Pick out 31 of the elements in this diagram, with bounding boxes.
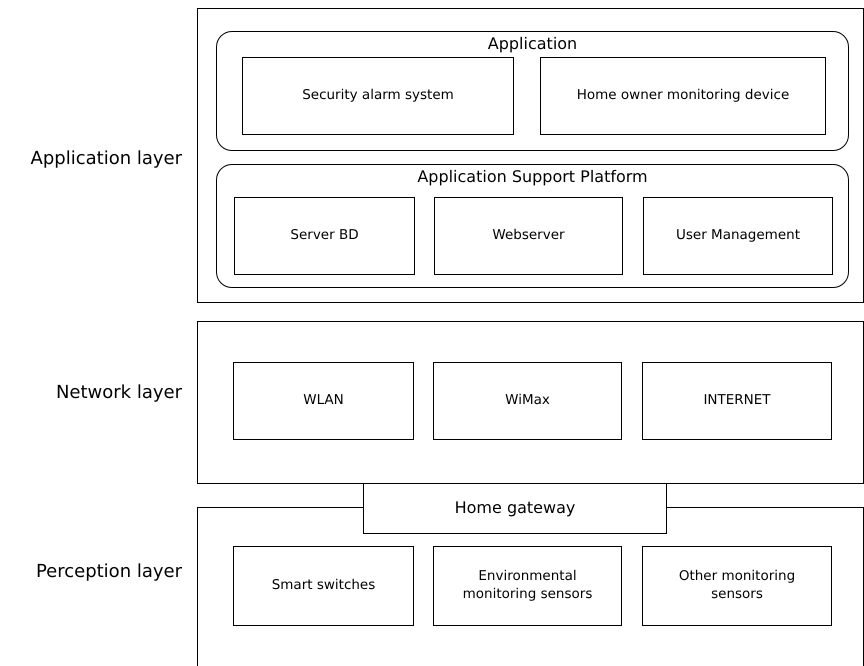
group-box: [216, 31, 849, 151]
component-box: [434, 197, 623, 275]
component-label: Security alarm system: [302, 87, 454, 105]
component-box: [233, 362, 414, 440]
component-label: WiMax: [505, 392, 550, 410]
component-label: Server BD: [290, 227, 359, 245]
layer-label: Network layer: [56, 382, 182, 404]
group-title: Application Support Platform: [416, 167, 649, 187]
component-label: INTERNET: [703, 392, 771, 410]
component-box: [433, 546, 622, 626]
component-label: Webserver: [492, 227, 565, 245]
group-box: [216, 164, 849, 288]
component-box: [642, 362, 832, 440]
gateway-box: [363, 483, 667, 534]
component-label: Home owner monitoring device: [576, 87, 790, 105]
component-box: [234, 197, 415, 275]
layer-label: Perception layer: [36, 561, 182, 583]
component-label: Other monitoring sensors: [678, 568, 796, 604]
component-box: [643, 197, 833, 275]
component-box: [540, 57, 826, 135]
layer-label: Application layer: [30, 148, 182, 170]
component-label: Environmental monitoring sensors: [462, 568, 594, 604]
component-label: WLAN: [303, 392, 344, 410]
component-box: [642, 546, 832, 626]
group-title: Application: [486, 34, 578, 54]
component-label: User Management: [676, 227, 800, 245]
component-box: [242, 57, 514, 135]
component-box: [433, 362, 622, 440]
component-box: [233, 546, 414, 626]
component-label: Home gateway: [454, 498, 576, 519]
component-label: Smart switches: [272, 577, 376, 595]
